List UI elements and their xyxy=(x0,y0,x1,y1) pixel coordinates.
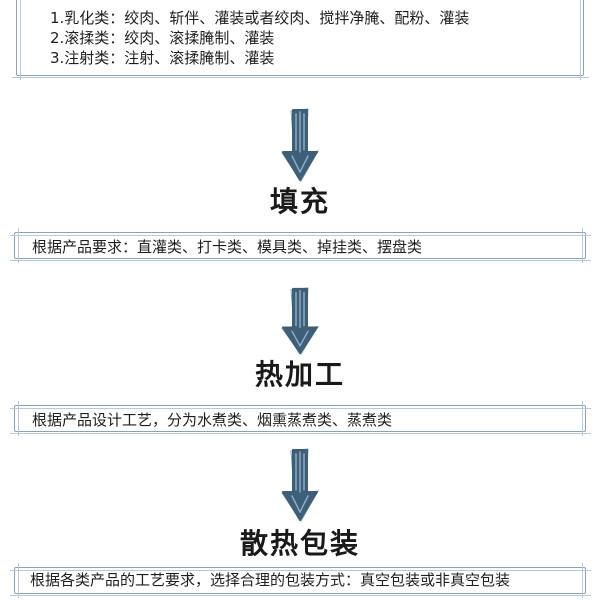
arrow-hatch-stroke xyxy=(299,495,309,513)
intro-box xyxy=(12,0,589,80)
step-title-cooling-packaging: 散热包装 xyxy=(239,527,360,560)
step-desc-heat-processing: 根据产品设计工艺，分为水煮类、烟熏蒸煮类、蒸煮类 xyxy=(32,411,393,429)
arrow-hatch-stroke xyxy=(291,330,301,347)
step-box-filling xyxy=(10,228,591,263)
intro-line-1: 1.乳化类：绞肉、斩伴、灌装或者绞肉、搅拌净腌、配粉、灌装 xyxy=(50,9,470,27)
down-arrow-icon xyxy=(281,287,319,355)
down-arrow-icon xyxy=(281,448,319,522)
arrow-hatch-stroke xyxy=(299,330,309,347)
intro-line-2: 2.滚揉类：绞肉、滚揉腌制、灌装 xyxy=(50,29,275,47)
arrow-hatch-stroke xyxy=(291,155,301,173)
arrow-hatch-stroke xyxy=(299,155,309,173)
down-arrow-icon xyxy=(281,108,319,182)
arrow-sketch-outline xyxy=(281,448,319,522)
arrow-hatch-stroke xyxy=(291,495,301,513)
intro-line-3: 3.注射类：注射、滚揉腌制、灌装 xyxy=(50,49,275,67)
step-title-filling: 填充 xyxy=(269,185,330,218)
step-box-heat-processing xyxy=(10,401,591,436)
step-desc-cooling-packaging: 根据各类产品的工艺要求，选择合理的包装方式：真空包装或非真空包装 xyxy=(30,571,511,589)
step-title-heat-processing: 热加工 xyxy=(254,358,345,391)
arrow-sketch-outline xyxy=(281,108,319,182)
step-desc-filling: 根据产品要求：直灌类、打卡类、模具类、掉挂类、摆盘类 xyxy=(32,238,423,256)
arrow-sketch-outline xyxy=(281,287,319,355)
